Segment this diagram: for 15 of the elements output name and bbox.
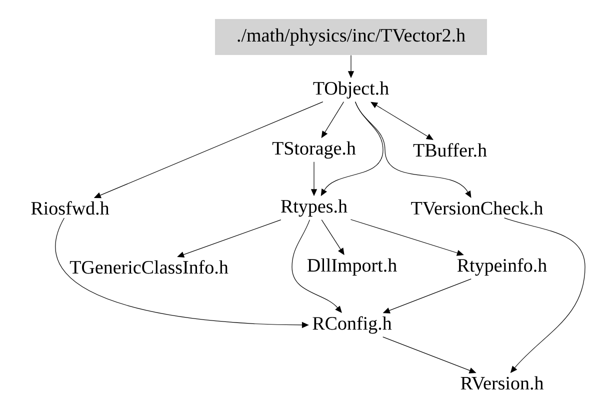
file-label: RConfig.h <box>312 316 392 334</box>
file-box: ./math/physics/inc/TVector2.h <box>215 19 487 55</box>
file-label: Riosfwd.h <box>31 201 110 215</box>
file-label: RVersion.h <box>460 376 544 390</box>
arrow <box>370 102 434 140</box>
arrow <box>350 219 464 256</box>
file-label: TVersionCheck.h <box>411 201 543 215</box>
file-label: TBuffer.h <box>413 143 487 157</box>
file-label: TObject.h <box>313 81 389 99</box>
file-label: TStorage.h <box>272 141 356 159</box>
file-label: TGenericClassInfo.h <box>70 260 228 274</box>
arrow <box>177 220 282 258</box>
file-label: DllImport.h <box>307 258 397 276</box>
file-label: Rtypes.h <box>281 199 348 217</box>
file-label: Rtypeinfo.h <box>457 258 547 276</box>
